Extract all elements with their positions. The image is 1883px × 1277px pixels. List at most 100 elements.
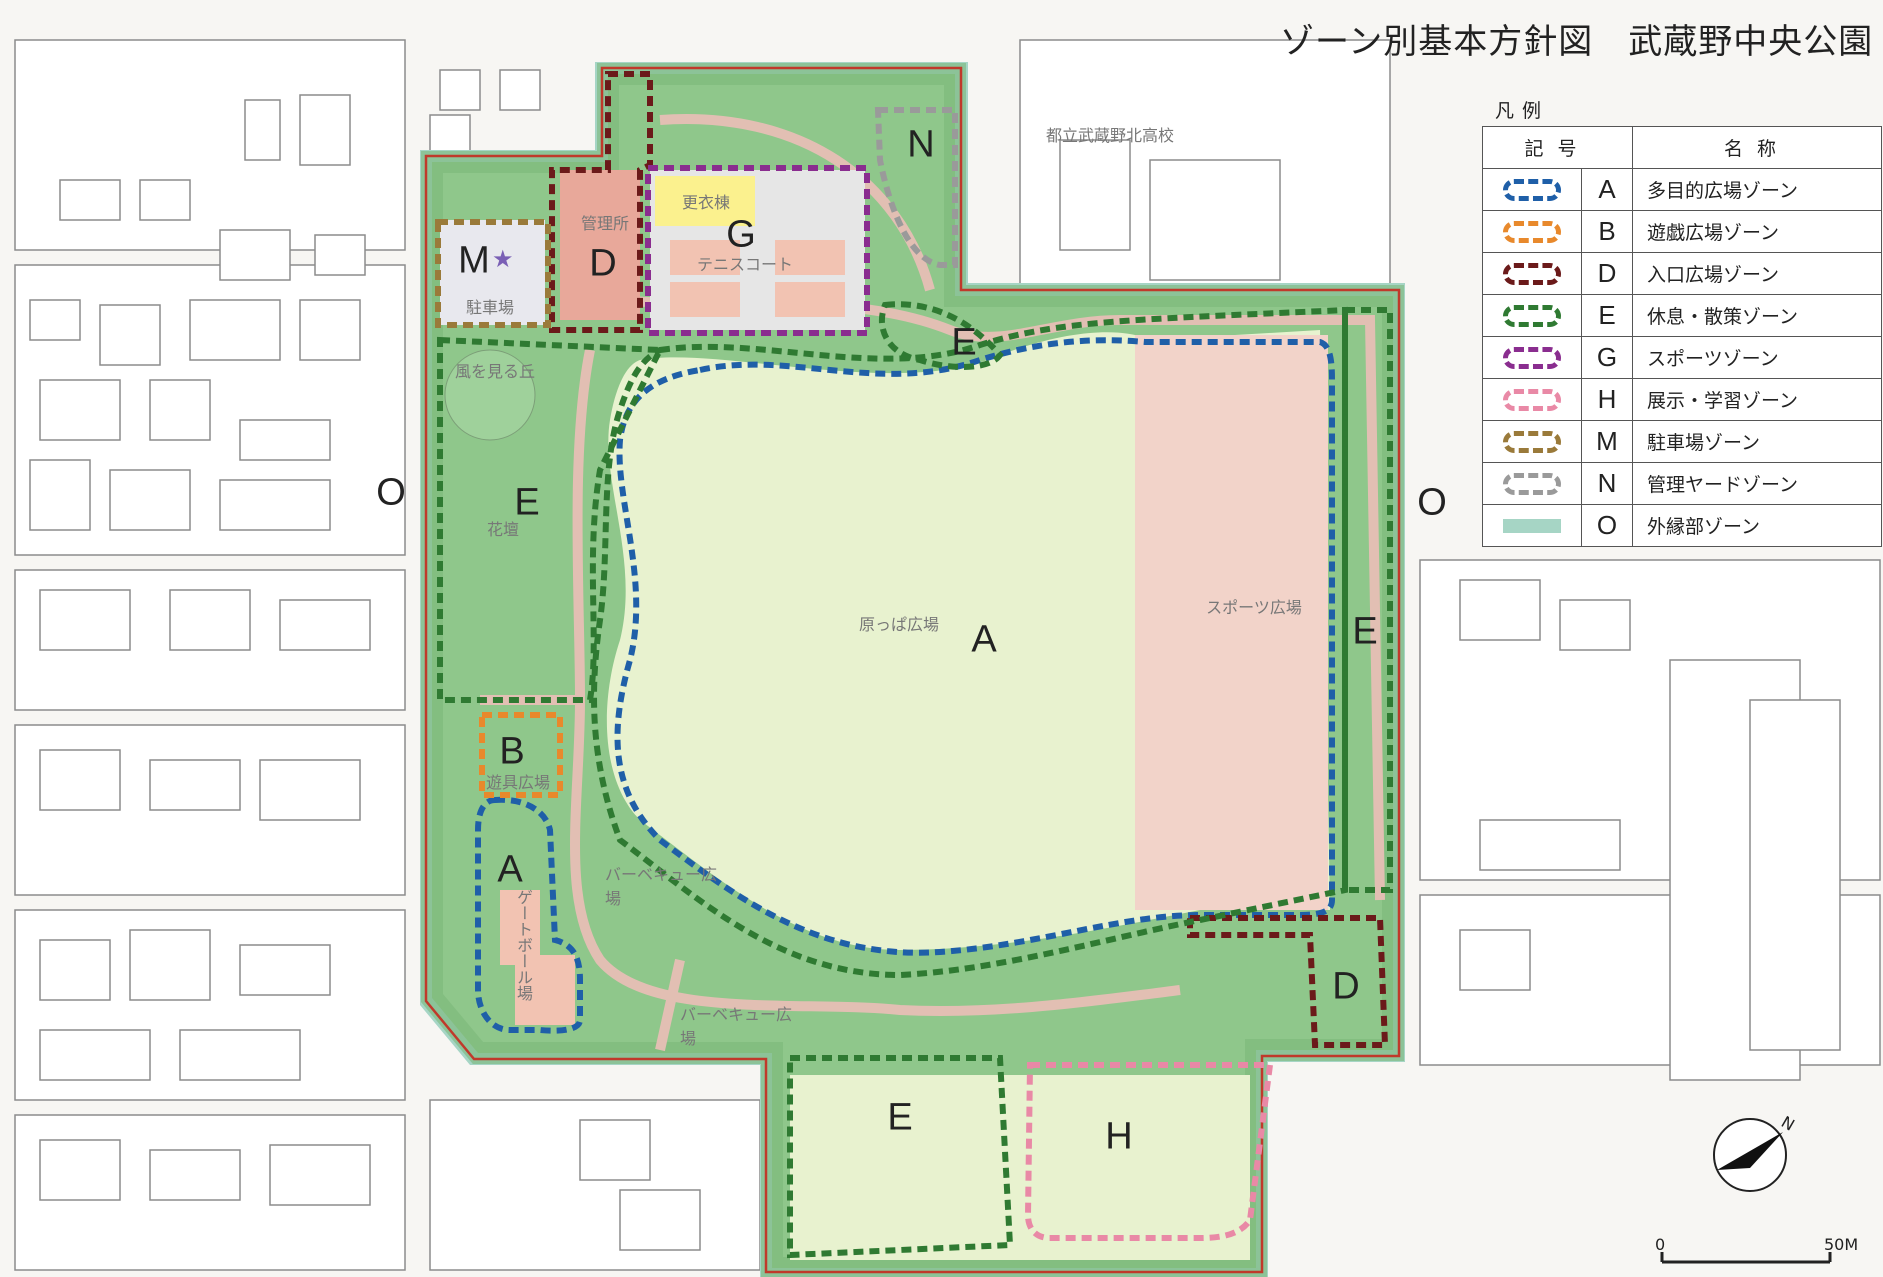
label-kadan: 花壇 [486, 520, 520, 539]
legend-swatch-icon [1503, 178, 1561, 201]
label-sports: スポーツ広場 [1206, 598, 1302, 617]
zone-n-outline [874, 107, 958, 268]
legend-symbol-cell [1482, 378, 1582, 421]
parking-star-icon: ★ [492, 245, 514, 273]
zone-label-b: B [499, 730, 525, 773]
zone-label-n: N [907, 123, 935, 166]
legend-swatch-icon [1503, 304, 1561, 327]
legend-swatch-icon [1503, 519, 1561, 533]
legend-code: H [1581, 378, 1633, 421]
legend-swatch-icon [1503, 388, 1561, 411]
zone-label-a-small: A [497, 848, 523, 891]
zone-label-e-left: E [514, 481, 540, 524]
zone-e-top-outline [878, 301, 1004, 370]
label-koitou: 更衣棟 [681, 193, 731, 212]
legend-symbol-cell [1482, 462, 1582, 505]
zone-label-e-top: E [951, 321, 977, 364]
parking-lot [440, 220, 545, 325]
label-gateball: ゲートボール場 [514, 889, 533, 1001]
zone-e-left-outline [437, 336, 665, 703]
legend-code: B [1581, 210, 1633, 253]
legend-swatch-icon [1503, 262, 1561, 285]
label-school: 都立武蔵野北高校 [1045, 126, 1175, 145]
legend-name: 入口広場ゾーン [1632, 252, 1882, 295]
legend-name: スポーツゾーン [1632, 336, 1882, 379]
sports-field [1135, 335, 1328, 910]
legend-name: 休息・散策ゾーン [1632, 294, 1882, 337]
legend-col-symbol: 記号 [1482, 126, 1633, 169]
legend-code: O [1581, 504, 1633, 547]
legend-title: 凡例 [1495, 100, 1550, 122]
zone-e-ring-outline [591, 306, 1348, 979]
legend-symbol-cell [1482, 336, 1582, 379]
map-title: ゾーン別基本方針図 武蔵野中央公園 [1280, 22, 1874, 62]
zone-label-d-top: D [589, 242, 617, 285]
legend-name: 展示・学習ゾーン [1632, 378, 1882, 421]
legend-code: D [1581, 252, 1633, 295]
legend-name: 外縁部ゾーン [1632, 504, 1882, 547]
legend-swatch-icon [1503, 472, 1561, 495]
zone-label-m: M [458, 239, 490, 282]
zone-b-outline [479, 712, 563, 798]
mgmt-building [560, 170, 640, 320]
scale-bar [1660, 1252, 1832, 1264]
label-kanrisho: 管理所 [580, 214, 630, 233]
label-harappa: 原っぱ広場 [858, 615, 940, 634]
zone-a-main-outline [614, 337, 1335, 956]
locker-bldg [655, 176, 755, 226]
legend-name: 遊戯広場ゾーン [1632, 210, 1882, 253]
zone-d-bottom-outline [1187, 915, 1389, 1048]
legend-code: N [1581, 462, 1633, 505]
label-bbq-1: バーベキュー広場 [605, 865, 718, 908]
legend-symbol-cell [1482, 294, 1582, 337]
legend-name: 管理ヤードゾーン [1632, 462, 1882, 505]
legend-col-name: 名称 [1632, 126, 1882, 169]
park-boundary [424, 66, 1401, 1274]
legend-name: 駐車場ゾーン [1632, 420, 1882, 463]
legend-swatch-icon [1503, 430, 1561, 453]
label-yugu: 遊具広場 [485, 773, 551, 792]
legend-swatch-icon [1503, 346, 1561, 369]
legend-name: 多目的広場ゾーン [1632, 168, 1882, 211]
legend-symbol-cell [1482, 504, 1582, 547]
label-bbq-2: バーベキュー広場 [680, 1005, 793, 1048]
zone-label-d-bottom: D [1332, 965, 1360, 1008]
legend-code: E [1581, 294, 1633, 337]
buildings [29, 69, 1841, 1251]
zone-e-right-outline [1342, 307, 1393, 893]
legend-code: G [1581, 336, 1633, 379]
zone-g-outline [645, 165, 870, 336]
legend-code: M [1581, 420, 1633, 463]
label-kaze: 風を見る丘 [454, 362, 536, 381]
zone-label-h: H [1105, 1115, 1133, 1158]
label-tennis: テニスコート [696, 255, 794, 274]
zone-m-outline [435, 219, 551, 328]
scale-zero: 0 [1655, 1235, 1666, 1254]
zone-a-small-outline [475, 796, 583, 1034]
label-parking: 駐車場 [465, 298, 515, 317]
zone-label-e-bottom: E [887, 1096, 913, 1139]
legend-code: A [1581, 168, 1633, 211]
zone-d-top-outline [549, 71, 653, 333]
legend-symbol-cell [1482, 420, 1582, 463]
zone-label-o-left: O [376, 471, 406, 514]
legend-swatch-icon [1503, 220, 1561, 243]
scale-fifty: 50M [1824, 1235, 1859, 1254]
zone-label-o-right: O [1417, 481, 1447, 524]
zone-label-e-right: E [1352, 610, 1378, 653]
legend-symbol-cell [1482, 168, 1582, 211]
zone-h-outline [1024, 1062, 1274, 1241]
zone-label-a-main: A [971, 618, 997, 661]
legend-symbol-cell [1482, 252, 1582, 295]
